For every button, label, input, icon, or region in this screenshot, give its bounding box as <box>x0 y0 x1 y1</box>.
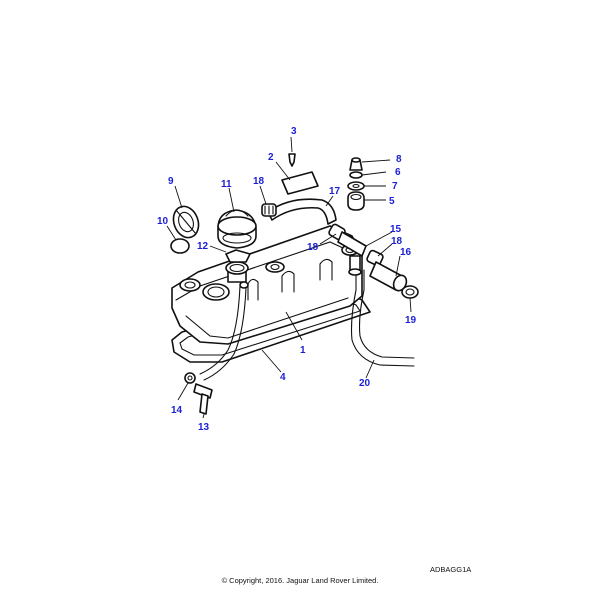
connector-15 <box>337 231 367 276</box>
part-label: 12 <box>197 241 209 252</box>
part-label: 5 <box>389 196 395 207</box>
part-label: 8 <box>396 154 402 165</box>
part-label: 19 <box>405 315 417 326</box>
part-label: 18 <box>253 176 265 187</box>
hose-clip-19 <box>401 285 419 299</box>
copyright-notice: © Copyright, 2016. Jaguar Land Rover Lim… <box>221 576 379 585</box>
oil-filler-cap-11 <box>217 209 257 249</box>
hose-17 <box>267 198 337 225</box>
part-label: 9 <box>168 176 174 187</box>
washer-6 <box>349 171 363 179</box>
part-label: 13 <box>198 422 210 433</box>
washer-7 <box>347 181 365 191</box>
bolt-13 <box>193 383 213 415</box>
part-labels: 1 2 3 4 5 6 7 8 9 10 11 12 13 14 15 16 1… <box>157 126 417 433</box>
screw-3 <box>288 153 296 167</box>
part-label: 11 <box>221 179 232 190</box>
part-label: 1 <box>300 345 306 356</box>
grommet-5 <box>347 191 365 211</box>
part-label: 20 <box>359 378 371 389</box>
washer-14 <box>184 372 196 384</box>
part-label: 14 <box>171 405 183 416</box>
part-label: 7 <box>392 181 398 192</box>
part-label: 10 <box>157 216 169 227</box>
part-label: 15 <box>390 224 402 235</box>
breather-hose-20 <box>350 269 415 367</box>
nut-8 <box>349 157 363 171</box>
breather-cap-9 <box>172 205 200 239</box>
part-label: 18 <box>391 236 403 247</box>
leader-lines <box>166 136 412 419</box>
hose-clip-18-c <box>366 249 384 267</box>
pipe-16 <box>369 261 408 292</box>
part-label: 6 <box>395 167 401 178</box>
breather-pipe-left <box>199 285 247 381</box>
cap-seal-10 <box>170 238 190 254</box>
part-label: 16 <box>400 247 412 258</box>
name-plate-2 <box>281 171 319 195</box>
part-label: 18 <box>307 242 319 253</box>
cap-seal-12 <box>225 249 251 263</box>
part-label: 2 <box>268 152 274 163</box>
part-label: 4 <box>280 372 286 383</box>
drawing-code: ADBAGG1A <box>430 565 472 574</box>
part-label: 17 <box>329 186 341 197</box>
hose-clip-18-a <box>261 203 277 217</box>
part-label: 3 <box>291 126 297 137</box>
